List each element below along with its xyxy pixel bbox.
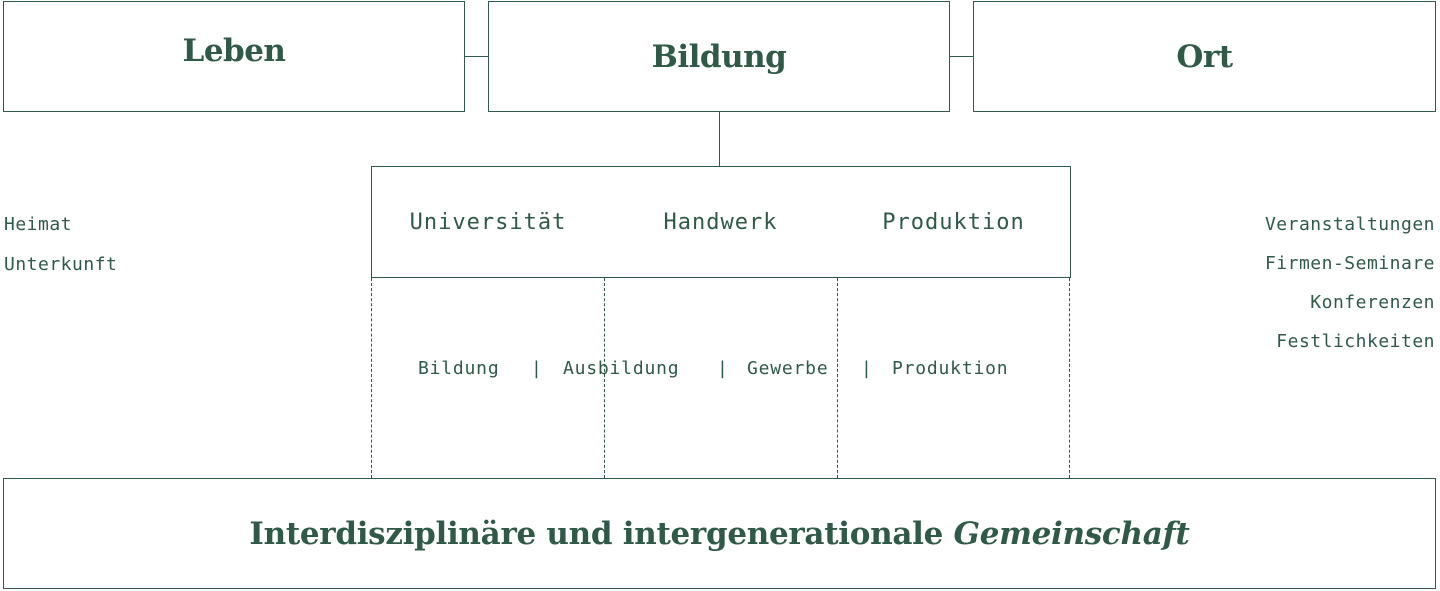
connector-leben-bildung: [465, 56, 488, 57]
leben-item-heimat: Heimat: [4, 214, 73, 235]
leben-item-unterkunft: Unterkunft: [4, 254, 118, 275]
ort-item-konferenzen: Konferenzen: [1310, 292, 1435, 313]
sub-handwerk-label: Handwerk: [663, 209, 778, 235]
pillar-ort: Ort: [973, 1, 1436, 112]
middle-item-bildung: Bildung: [418, 358, 500, 379]
pillar-ort-label: Ort: [1176, 38, 1233, 75]
ort-list: Veranstaltungen Firmen-Seminare Konferen…: [1265, 214, 1435, 370]
sub-handwerk: Handwerk: [604, 166, 838, 278]
pillar-bildung: Bildung: [488, 1, 950, 112]
foundation-box: Interdisziplinäre und intergenerationale…: [3, 478, 1436, 589]
sub-produktion: Produktion: [837, 166, 1071, 278]
middle-row: Bildung | Ausbildung | Gewerbe | Produkt…: [372, 358, 1070, 382]
sub-universitaet: Universität: [371, 166, 605, 278]
sub-universitaet-label: Universität: [409, 209, 567, 235]
middle-separator-2: |: [717, 358, 729, 379]
pillar-leben: Leben: [3, 1, 465, 112]
middle-item-ausbildung: Ausbildung: [563, 358, 680, 379]
middle-item-gewerbe: Gewerbe: [747, 358, 829, 379]
middle-item-produktion: Produktion: [892, 358, 1009, 379]
pillar-bildung-label: Bildung: [651, 38, 787, 75]
pillar-leben-label: Leben: [182, 32, 286, 69]
dashed-line-2: [604, 278, 605, 478]
dashed-line-1: [371, 278, 372, 478]
ort-item-firmen-seminare: Firmen-Seminare: [1264, 253, 1435, 274]
dashed-line-3: [837, 278, 838, 478]
connector-bildung-sub: [719, 112, 720, 166]
middle-separator-3: |: [861, 358, 873, 379]
foundation-emphasis: Gemeinschaft: [953, 515, 1190, 552]
sub-produktion-label: Produktion: [882, 209, 1025, 235]
ort-item-festlichkeiten: Festlichkeiten: [1276, 331, 1435, 352]
foundation-text: Interdisziplinäre und intergenerationale: [249, 515, 944, 552]
foundation-label: Interdisziplinäre und intergenerationale…: [249, 516, 1189, 552]
leben-list: Heimat Unterkunft: [4, 214, 117, 293]
middle-separator-1: |: [531, 358, 543, 379]
ort-item-veranstaltungen: Veranstaltungen: [1264, 214, 1435, 235]
connector-bildung-ort: [950, 56, 973, 57]
dashed-line-4: [1069, 278, 1070, 478]
